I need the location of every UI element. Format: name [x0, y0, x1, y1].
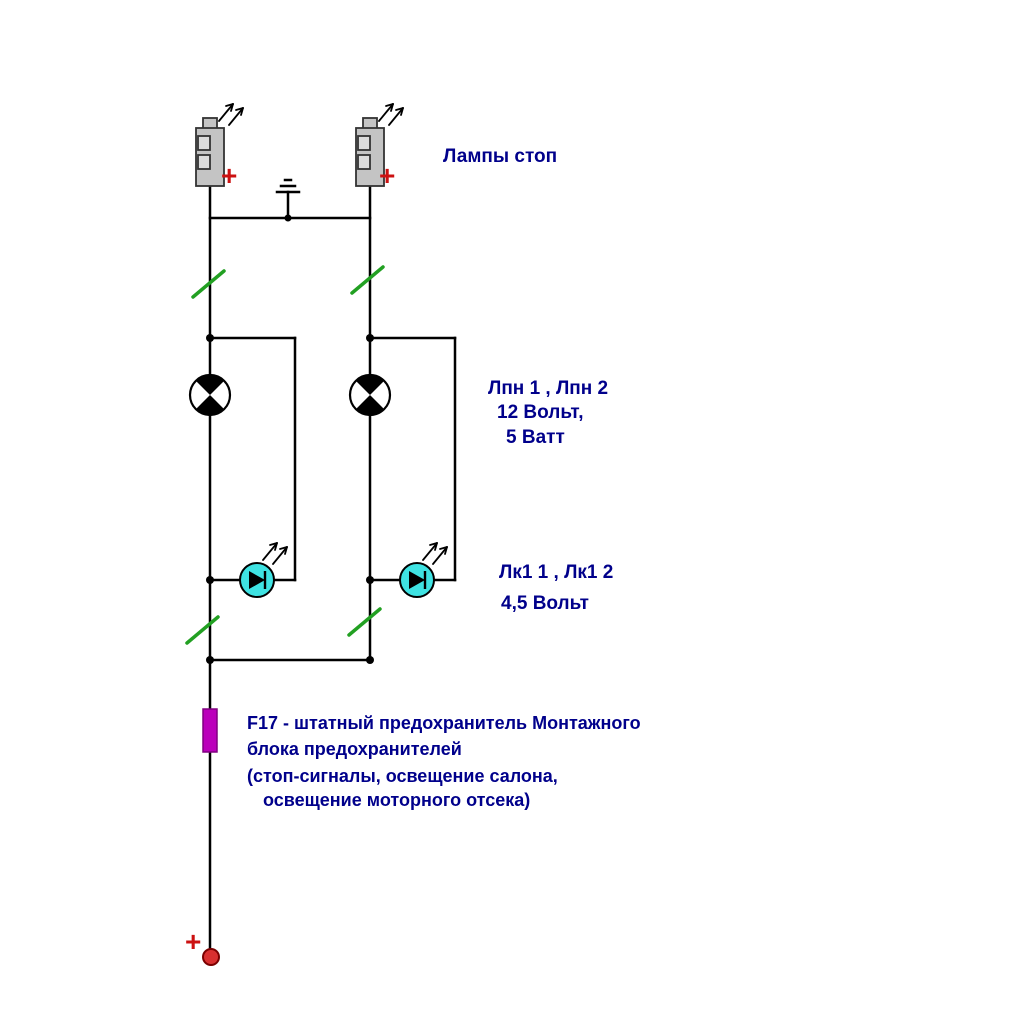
emission-arrows-top	[218, 103, 404, 126]
fuse-label-line3: (стоп-сигналы, освещение салона,	[247, 766, 558, 786]
fuse-label-line1: F17 - штатный предохранитель Монтажного	[247, 713, 641, 733]
fuse-label-line4: освещение моторного отсека)	[263, 790, 531, 810]
fuse-label-line2: блока предохранителей	[247, 739, 462, 759]
lpn-lamp-left	[188, 373, 232, 417]
lamp-contact	[357, 154, 371, 170]
junction-dot	[366, 656, 374, 664]
arrow-icon	[378, 103, 404, 126]
cut-mark-icon	[347, 607, 382, 637]
junction-dot	[284, 214, 292, 222]
cut-mark-icon	[191, 269, 226, 299]
led-names-label: Лк1 1 , Лк1 2	[499, 562, 614, 583]
battery-plus-terminal	[202, 948, 220, 966]
chassis-ground-symbol	[275, 178, 301, 220]
arrow-icon	[262, 542, 288, 565]
cut-marks	[185, 265, 385, 645]
junction-dot	[206, 334, 214, 342]
lamp-contact	[197, 154, 211, 170]
fuse-f17-symbol	[202, 708, 218, 753]
lamp-contact	[197, 135, 211, 151]
arrow-icon	[422, 542, 448, 565]
cut-mark-icon	[185, 615, 220, 645]
stop-lamp-right	[355, 117, 385, 187]
plus-sign-right-lamp: +	[379, 160, 396, 191]
led-left	[239, 562, 275, 598]
lpn-power-label: 5 Ватт	[506, 427, 565, 448]
led-voltage-label: 4,5 Вольт	[501, 593, 589, 614]
plus-sign-left-lamp: +	[221, 160, 238, 191]
lpn-voltage-label: 12 Вольт,	[497, 402, 584, 423]
lpn-lamp-right	[348, 373, 392, 417]
cut-mark-icon	[350, 265, 385, 295]
junction-dot	[366, 334, 374, 342]
stop-lamps-label: Лампы стоп	[443, 146, 558, 167]
emission-arrows-led	[262, 542, 448, 565]
plus-sign-battery: +	[185, 926, 202, 957]
junction-dot	[366, 576, 374, 584]
lamp-contact	[357, 135, 371, 151]
led-right	[399, 562, 435, 598]
junction-dot	[206, 656, 214, 664]
junction-dot	[206, 576, 214, 584]
arrow-icon	[218, 103, 244, 126]
stop-lamp-left	[195, 117, 225, 187]
lpn-names-label: Лпн 1 , Лпн 2	[488, 378, 609, 399]
junction-dots	[206, 214, 374, 664]
